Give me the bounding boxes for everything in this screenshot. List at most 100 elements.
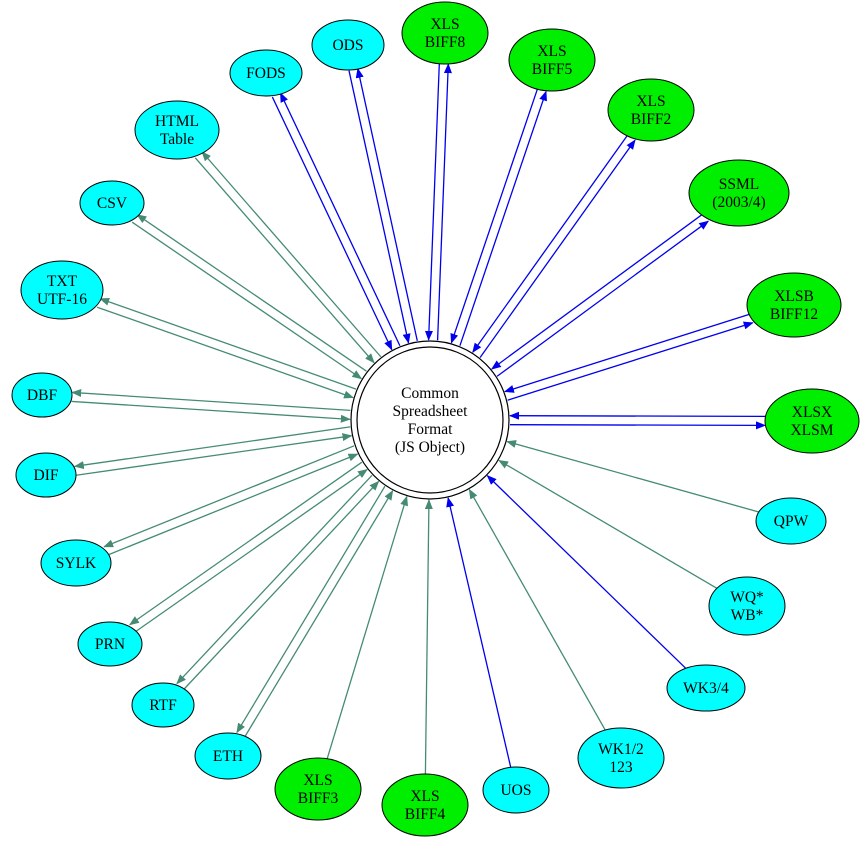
edge-xls-biff5-out [459, 90, 547, 346]
edge-xlsb-out [507, 321, 754, 401]
node-xls-biff4-shape [381, 773, 469, 837]
edge-wk12-in [468, 488, 606, 731]
node-rtf-label: RTF [149, 697, 177, 714]
node-wq-wb: WQ*WB* [708, 576, 786, 636]
node-sylk-label: SYLK [56, 555, 97, 572]
node-prn-label: PRN [95, 636, 125, 653]
edge-xls-biff4-in [424, 498, 433, 775]
edge-xlsx-in [509, 411, 766, 420]
node-sylk: SYLK [40, 539, 112, 587]
node-ods-label: ODS [332, 37, 363, 54]
node-csv-shape [79, 180, 145, 226]
node-ssml: SSML(2003/4) [688, 159, 790, 227]
edge-prn-in [134, 468, 368, 633]
edge-fods-in [271, 96, 393, 351]
edge-xls-biff5-in [450, 88, 539, 344]
node-html-table-shape [134, 100, 220, 160]
edge-eth-out [236, 485, 386, 734]
edge-txt-out [99, 297, 357, 390]
edge-ods-out [355, 67, 418, 342]
edge-rtf-out [176, 474, 373, 685]
node-eth: ETH [194, 732, 262, 780]
edge-csv-in [131, 221, 363, 380]
edge-rtf-in [182, 480, 380, 691]
edge-ods-in [348, 70, 411, 344]
node-qpw-label: QPW [774, 513, 809, 530]
node-uos-label: UOS [500, 782, 531, 799]
center-inner-circle [356, 346, 504, 494]
node-eth-shape [194, 732, 262, 780]
edge-sylk-out [103, 445, 355, 548]
node-wq-wb-shape [708, 576, 786, 636]
edge-xls-biff8-out [436, 63, 452, 341]
node-dif-shape [15, 452, 77, 498]
edge-xls-biff8-in [424, 63, 440, 341]
node-xlsb-shape [746, 272, 842, 338]
edge-prn-out [129, 461, 363, 626]
edge-ssml-out [496, 220, 710, 377]
node-xls-biff5-shape [508, 28, 596, 92]
edge-dif-out [73, 426, 351, 470]
edge-qpw-in [506, 440, 759, 513]
edge-sylk-in [107, 453, 359, 556]
edge-dbf-out [71, 389, 351, 412]
node-qpw-shape [755, 497, 827, 545]
edge-txt-in [96, 306, 355, 399]
node-uos-shape [482, 766, 550, 814]
node-uos: UOS [482, 766, 550, 814]
node-dbf: DBF [11, 372, 73, 418]
node-xlsx-shape [764, 388, 860, 454]
node-xls-biff3-shape [274, 757, 362, 821]
node-dbf-label: DBF [27, 387, 58, 404]
edge-html-table-in [194, 157, 375, 364]
node-dif: DIF [15, 452, 77, 498]
node-prn: PRN [77, 621, 143, 667]
node-prn-shape [77, 621, 143, 667]
node-csv-label: CSV [97, 195, 128, 212]
edge-csv-out [136, 214, 367, 372]
node-ssml-label: SSML(2003/4) [712, 176, 765, 211]
node-eth-label: ETH [213, 748, 243, 765]
edge-dbf-in [71, 400, 351, 423]
node-fods-shape [229, 49, 303, 97]
node-txt-shape [20, 260, 104, 320]
edge-eth-in [244, 490, 394, 738]
edge-xls-biff2-out [479, 139, 636, 358]
edge-xls-biff2-in [472, 134, 629, 354]
edge-dif-in [75, 433, 353, 476]
node-wk34-shape [666, 664, 746, 712]
edge-uos-in [446, 496, 512, 768]
node-wk34-label: WK3/4 [683, 680, 729, 697]
node-xls-biff2-shape [607, 78, 695, 142]
edge-ssml-in [491, 213, 704, 370]
edges-layer [71, 63, 766, 775]
node-wk12-shape [577, 727, 665, 789]
node-csv: CSV [79, 180, 145, 226]
node-fods: FODS [229, 49, 303, 97]
node-sylk-shape [40, 539, 112, 587]
node-ssml-shape [688, 159, 790, 227]
node-wq-wb-label: WQ*WB* [730, 589, 764, 624]
node-dbf-shape [11, 372, 73, 418]
edge-xlsx-out [509, 421, 766, 430]
edge-xlsb-in [503, 313, 751, 393]
